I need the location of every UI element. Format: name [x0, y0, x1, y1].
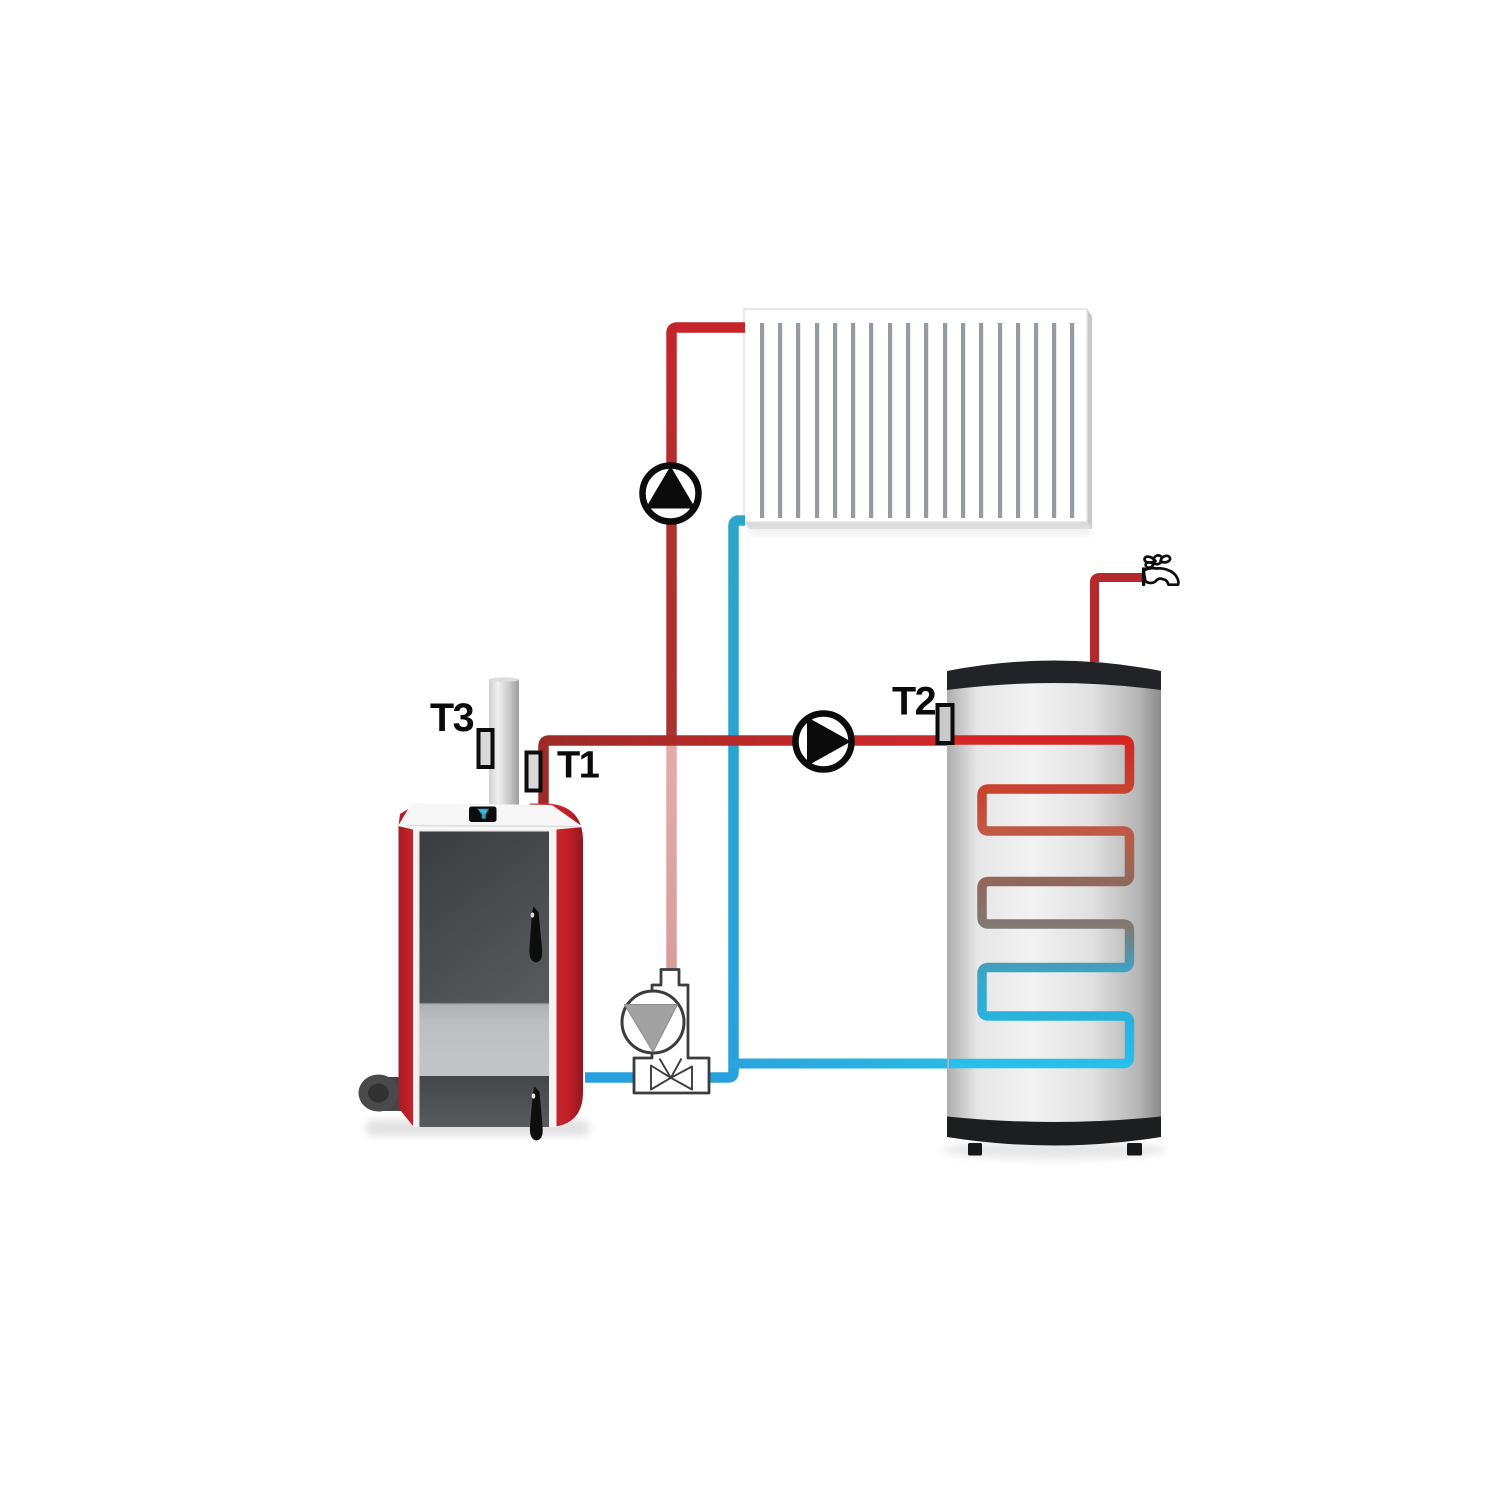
svg-text:T3: T3: [430, 696, 474, 740]
svg-text:T2: T2: [892, 680, 936, 724]
svg-text:T1: T1: [557, 745, 600, 787]
